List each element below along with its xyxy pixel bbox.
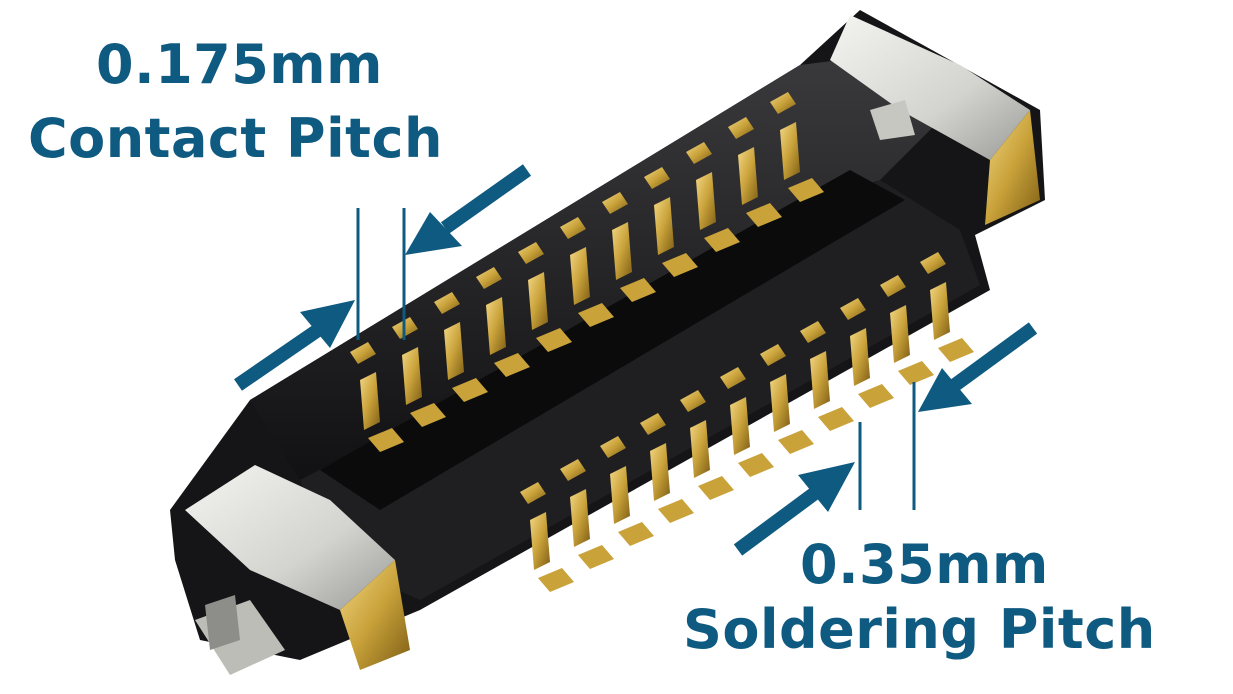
arrow-icon (918, 322, 1038, 412)
gold-contact (600, 436, 654, 546)
gold-contact (760, 344, 814, 454)
arrow-icon (733, 462, 855, 556)
gold-contact (350, 342, 404, 452)
gold-contact (720, 367, 774, 477)
gold-contact (770, 92, 824, 202)
connector-housing (170, 10, 1045, 660)
arrow-icon (405, 164, 532, 255)
end-cap-top (830, 15, 1040, 225)
gold-contact (880, 275, 934, 385)
gold-contact (560, 459, 614, 569)
gold-contact (686, 142, 740, 252)
gold-contact (518, 242, 572, 352)
gold-contact (434, 292, 488, 402)
gold-contact (602, 192, 656, 302)
contact-row-lower (520, 252, 974, 592)
contact-row-upper (350, 92, 824, 452)
contact-pitch-label: Contact Pitch (28, 107, 443, 170)
gold-contact (644, 167, 698, 277)
soldering-pitch-value: 0.35mm (800, 533, 1049, 596)
gold-contact (392, 317, 446, 427)
gold-contact (560, 217, 614, 327)
arrow-icon (234, 300, 355, 391)
soldering-pitch-label: Soldering Pitch (683, 598, 1156, 661)
gold-contact (520, 482, 574, 592)
gold-contact (640, 413, 694, 523)
contact-pitch-annotation (234, 164, 532, 391)
gold-contact (840, 298, 894, 408)
gold-contact (800, 321, 854, 431)
contact-pitch-value: 0.175mm (96, 33, 383, 96)
end-cap-bottom (185, 465, 410, 675)
gold-contact (920, 252, 974, 362)
gold-contact (680, 390, 734, 500)
gold-contact (476, 267, 530, 377)
gold-contact (728, 117, 782, 227)
soldering-pitch-annotation (733, 322, 1038, 556)
